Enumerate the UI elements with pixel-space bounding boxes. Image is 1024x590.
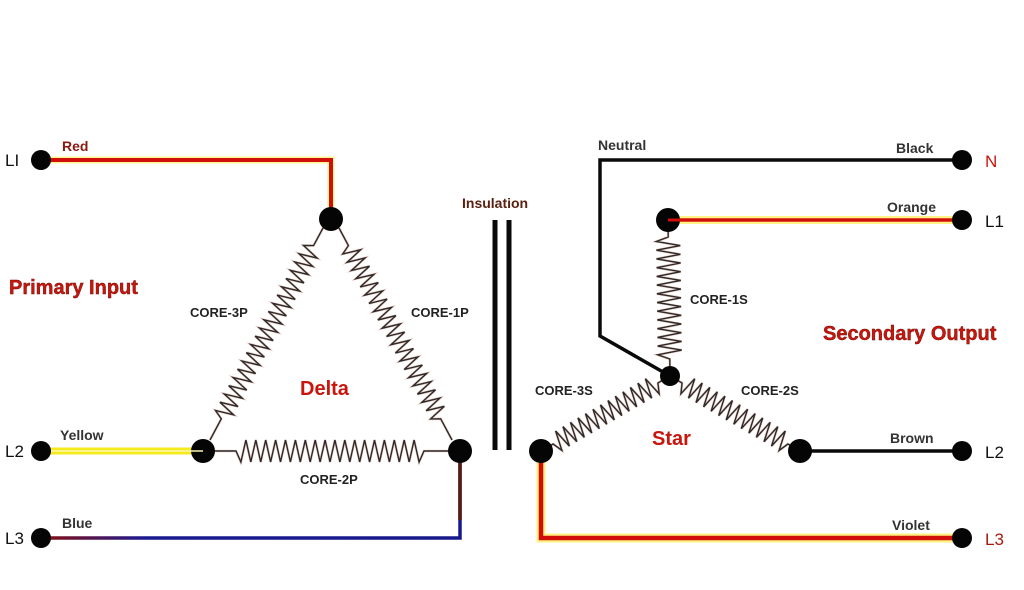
primary-l1-wire-label: Red	[62, 138, 88, 154]
core-1p-coil	[338, 227, 453, 441]
star-label: Star	[652, 428, 691, 450]
primary-l3-wire-label: Blue	[62, 515, 93, 531]
secondary-l2-wire-label: Brown	[890, 430, 934, 446]
primary-l2-label: L2	[5, 442, 24, 461]
secondary-l2-label: L2	[985, 443, 1004, 462]
core-3s-coil	[540, 375, 671, 453]
secondary-l3-terminal	[952, 528, 972, 548]
secondary-l2-terminal	[952, 441, 972, 461]
delta-node-right	[448, 439, 472, 463]
core-1s-coil	[653, 219, 682, 377]
primary-l2-wire-label: Yellow	[60, 427, 104, 443]
secondary-l1-label: L1	[985, 212, 1004, 231]
primary-l3-terminal	[31, 528, 51, 548]
secondary-n-wire-label: Black	[896, 140, 934, 156]
secondary-l3-wire	[536, 451, 962, 543]
secondary-n-terminal	[952, 150, 972, 170]
secondary-l1-wire-label: Orange	[887, 199, 936, 215]
primary-l3-wire	[41, 451, 462, 540]
insulation-label: Insulation	[462, 195, 528, 211]
secondary-star-section: N L1 L2 L3 Neutral Black Orange Brown Vi…	[529, 137, 1004, 549]
star-coils	[540, 219, 801, 454]
primary-l1-wire	[41, 156, 335, 219]
core-3p-coil	[209, 227, 324, 441]
core-3s-label: CORE-3S	[535, 383, 593, 398]
delta-coils	[203, 227, 460, 467]
core-1p-label: CORE-1P	[411, 305, 469, 320]
primary-input-title: Primary Input	[9, 277, 138, 299]
core-2p-coil	[203, 439, 460, 465]
insulation-barrier: Insulation	[462, 195, 528, 450]
secondary-output-title: Secondary Output	[823, 323, 997, 345]
primary-l1-terminal	[31, 150, 51, 170]
primary-l3-label: L3	[5, 529, 24, 548]
core-2s-coil	[669, 375, 801, 453]
secondary-neutral-wire	[598, 158, 962, 378]
secondary-l1-terminal	[952, 210, 972, 230]
star-node-left	[529, 439, 553, 463]
neutral-label: Neutral	[598, 137, 646, 153]
primary-l1-label: LI	[5, 151, 19, 170]
delta-label: Delta	[300, 378, 350, 400]
star-node-right	[788, 439, 812, 463]
primary-l2-terminal	[31, 441, 51, 461]
core-2p-label: CORE-2P	[300, 472, 358, 487]
core-1s-label: CORE-1S	[690, 292, 748, 307]
delta-node-top	[319, 207, 343, 231]
secondary-l3-wire-label: Violet	[892, 517, 930, 533]
secondary-l3-label: L3	[985, 530, 1004, 549]
secondary-n-label: N	[985, 152, 997, 171]
star-node-center	[660, 366, 680, 386]
primary-delta-section: LI L2 L3 Red Yellow Blue Primary Input C…	[5, 138, 472, 548]
core-2s-label: CORE-2S	[741, 383, 799, 398]
core-3p-label: CORE-3P	[190, 305, 248, 320]
